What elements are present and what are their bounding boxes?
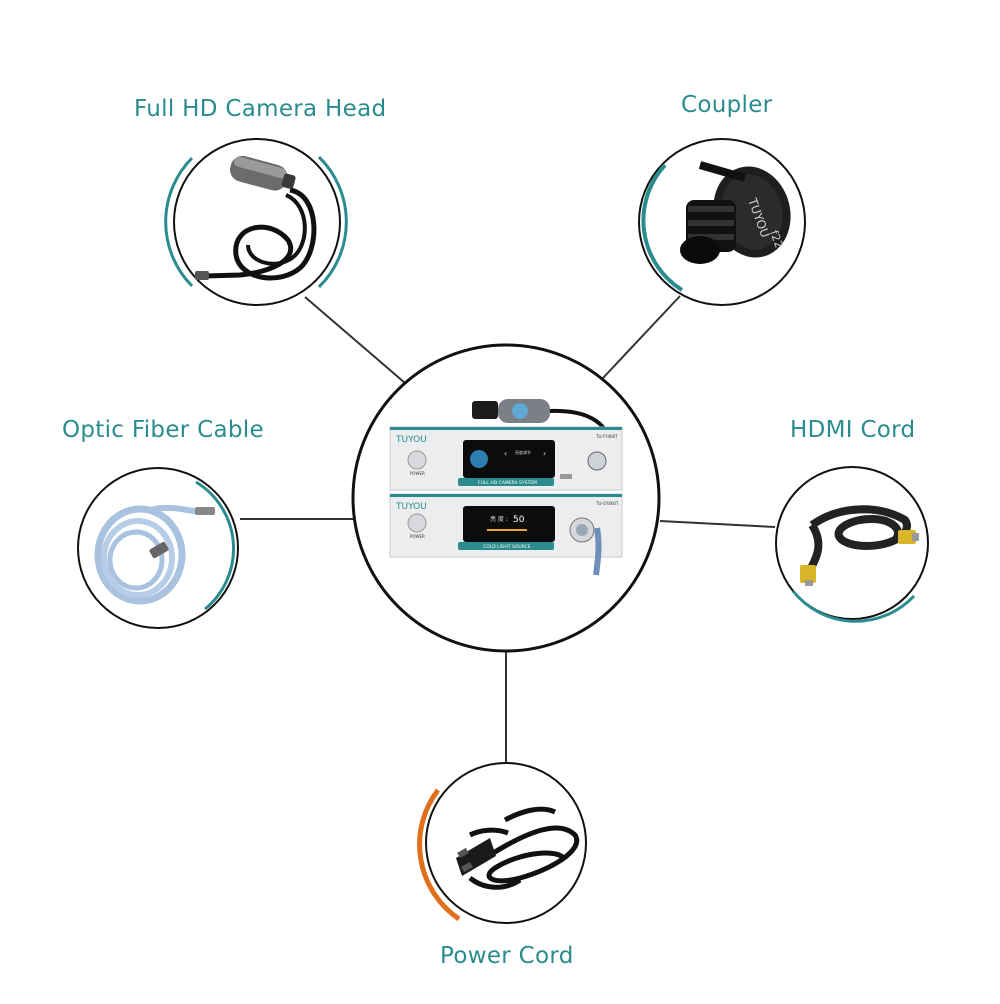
camera-head-arc-right — [317, 155, 348, 289]
connector-lines — [240, 295, 776, 765]
connector-coupler — [602, 295, 681, 379]
camera-head-node — [164, 138, 348, 306]
camera-system-power-button[interactable] — [407, 450, 427, 470]
power-node — [417, 762, 587, 924]
camera-system-unit: TUYOU TU-FY460T POWER 亮度调节 ‹ › FULL HD C… — [389, 426, 623, 491]
camera-system-screen — [463, 440, 555, 478]
hdmi-node — [775, 466, 929, 623]
coupler-arc — [641, 163, 684, 292]
camera-head-icon — [195, 155, 317, 281]
light-source-title: COLD LIGHT SOURCE — [483, 544, 531, 550]
coupler-label: Coupler — [681, 92, 773, 118]
camera-system-power-label: POWER — [410, 471, 425, 476]
light-source-power-label: POWER — [410, 534, 425, 539]
power-arc — [417, 788, 461, 922]
hdmi-icon — [800, 505, 919, 586]
camera-system-title: FULL HD CAMERA SYSTEM — [478, 480, 537, 486]
light-source-brightness-value: 50 — [513, 515, 525, 525]
light-source-screen — [463, 506, 555, 542]
light-source-brightness-label: 亮 度 : — [490, 515, 508, 523]
connector-hdmi — [659, 520, 776, 528]
hdmi-arc — [791, 590, 916, 623]
optic-fiber-icon — [94, 504, 215, 605]
camera-head-label: Full HD Camera Head — [134, 96, 387, 122]
light-source-brand: TUYOU — [395, 502, 427, 512]
coupler-focal-text: f22 — [767, 229, 785, 250]
connector-camera — [304, 296, 406, 384]
camera-system-brand: TUYOU — [395, 435, 427, 445]
coupler-node: TUYOU f22 — [638, 138, 806, 306]
camera-head-arc-left — [164, 156, 194, 288]
light-source-unit: TUYOU TU-GY460T POWER 亮 度 : 50 COLD LIGH… — [389, 493, 623, 576]
camera-head-circle — [173, 138, 341, 306]
optic-fiber-node — [77, 467, 239, 629]
main-unit-node: TUYOU TU-FY460T POWER 亮度调节 ‹ › FULL HD C… — [351, 343, 661, 653]
power-cord-icon — [456, 806, 580, 890]
hdmi-label: HDMI Cord — [790, 417, 916, 443]
light-source-power-button[interactable] — [407, 513, 427, 533]
optic-fiber-label: Optic Fiber Cable — [62, 417, 264, 443]
camera-system-model: TU-FY460T — [595, 434, 618, 439]
power-cord-label: Power Cord — [440, 943, 574, 969]
optic-fiber-arc — [195, 480, 236, 611]
camera-system-screen-text: 亮度调节 — [515, 449, 531, 455]
coupler-icon: TUYOU f22 — [680, 161, 791, 264]
svg-text:›: › — [543, 449, 546, 458]
light-source-model: TU-GY460T — [595, 501, 619, 506]
svg-text:‹: ‹ — [504, 449, 507, 458]
